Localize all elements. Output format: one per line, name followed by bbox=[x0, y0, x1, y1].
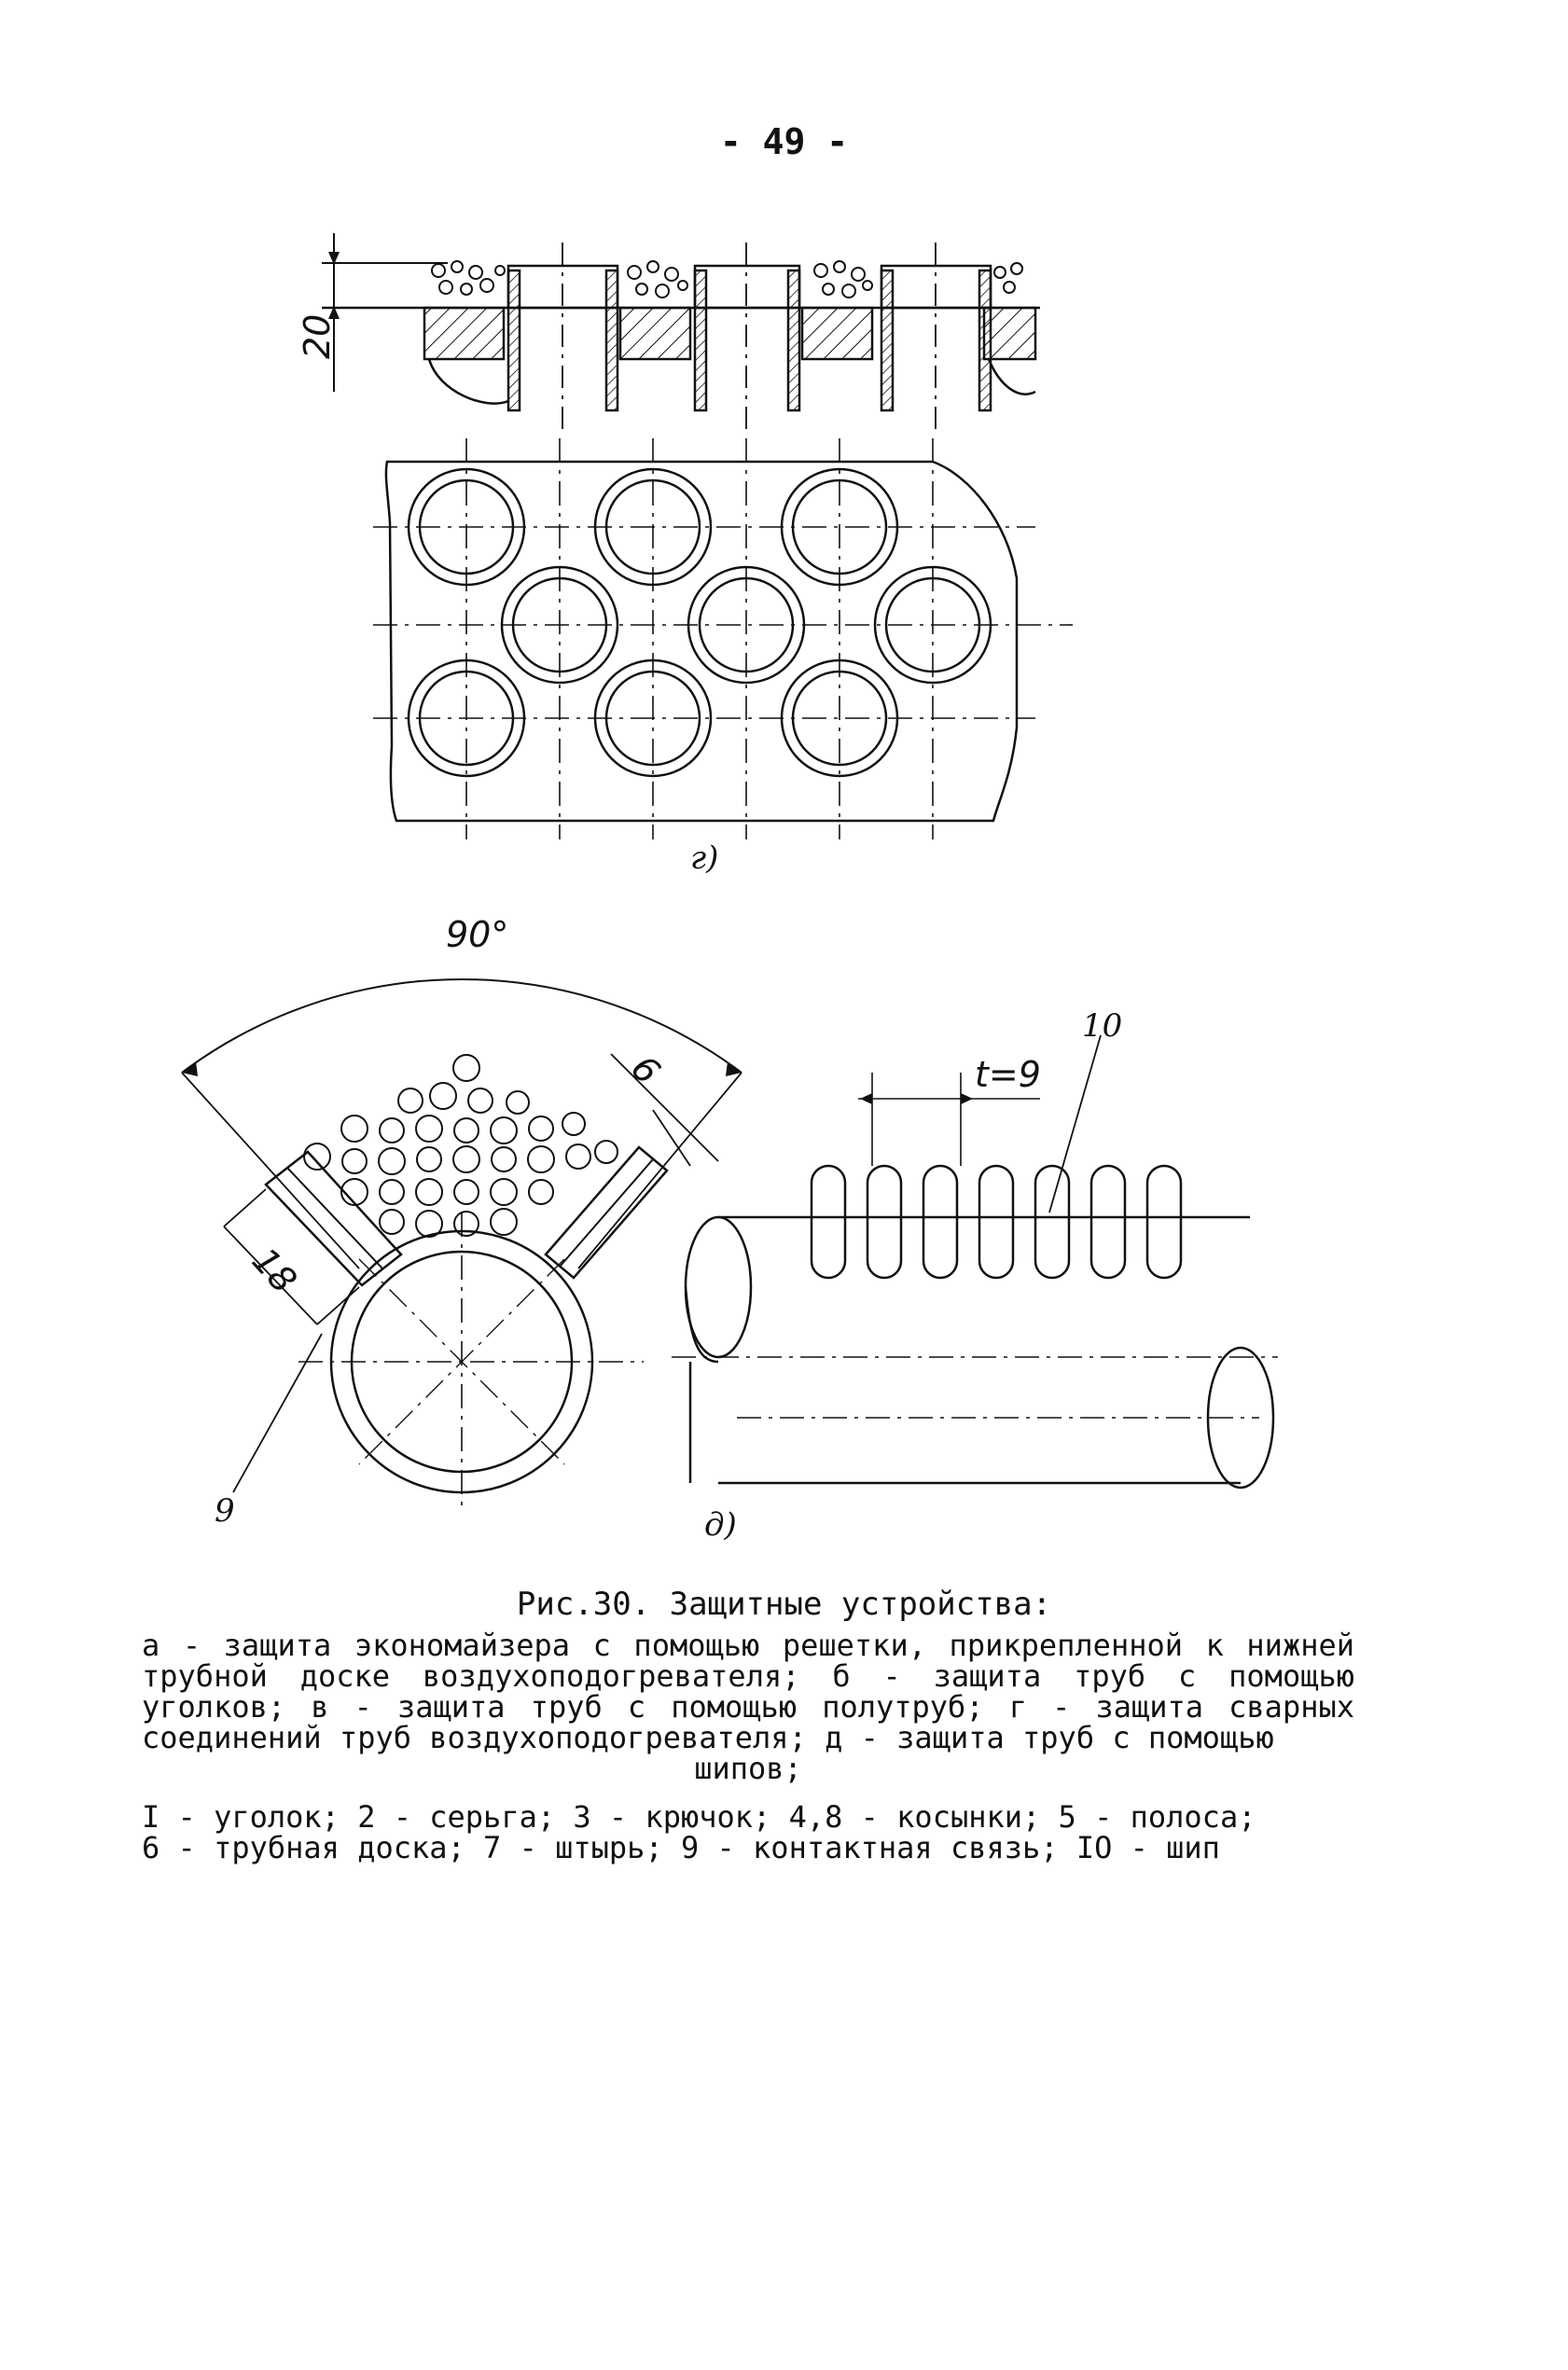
figure-d-left-drawing bbox=[181, 978, 742, 1511]
legend-line-1: I - уголок; 2 - серьга; 3 - крючок; 4,8 … bbox=[142, 1799, 1256, 1835]
dimension-20-label: 20 bbox=[297, 313, 338, 359]
cross-section bbox=[322, 233, 1040, 429]
figure-d-label: д) bbox=[704, 1506, 737, 1544]
caption-description: а - защита экономайзера с помощью решетк… bbox=[142, 1630, 1354, 1784]
figure-d-right-drawing bbox=[672, 1034, 1278, 1490]
legend-line-2: 6 - трубная доска; 7 - штырь; 9 - контак… bbox=[142, 1830, 1220, 1865]
tube-sheet-plan bbox=[373, 438, 1073, 839]
page-number: - 49 - bbox=[719, 121, 849, 162]
caption-title: Рис.30. Защитные устройства: bbox=[516, 1586, 1052, 1623]
callout-10-label: 10 bbox=[1082, 1007, 1123, 1045]
caption-legend: I - уголок; 2 - серьга; 3 - крючок; 4,8 … bbox=[142, 1802, 1354, 1864]
caption-description-end: шипов; bbox=[694, 1751, 802, 1786]
callout-9-label: 9 bbox=[215, 1492, 235, 1530]
pitch-label: t=9 bbox=[975, 1054, 1041, 1095]
caption-description-text: а - защита экономайзера с помощью решетк… bbox=[142, 1628, 1354, 1755]
angle-90-label: 90° bbox=[446, 914, 509, 955]
figure-g-label: г) bbox=[690, 839, 719, 877]
